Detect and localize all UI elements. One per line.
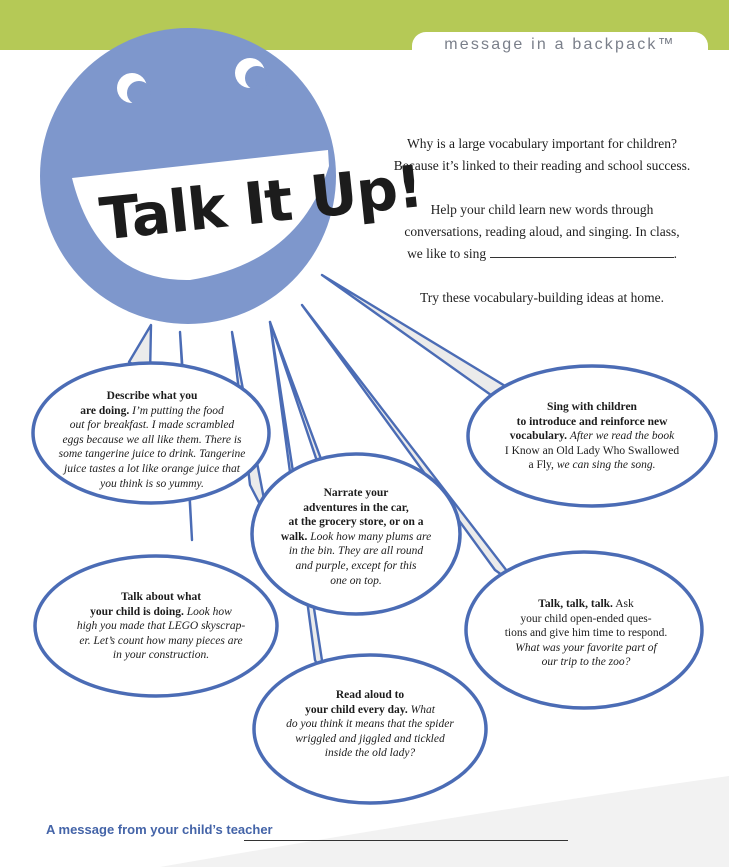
intro-line: Because it’s linked to their reading and… xyxy=(393,158,691,173)
bubble-readaloud-text: Read aloud to your child every day. What… xyxy=(266,688,474,761)
intro-text: Why is a large vocabulary important for … xyxy=(392,133,692,309)
bubble-example: Look how xyxy=(186,605,232,618)
bubble-body: tions and give him time to respond. xyxy=(504,627,668,640)
bubble-example: juice tastes a lot like orange juice tha… xyxy=(64,462,240,475)
bubble-sing-text: Sing with children to introduce and rein… xyxy=(487,400,697,473)
bubble-example: What xyxy=(410,703,435,716)
page-shadow xyxy=(160,776,729,867)
speech-bubbles xyxy=(31,361,718,805)
bubble-sing xyxy=(466,364,718,508)
bubble-example: in your construction. xyxy=(112,649,210,662)
bubble-example: one on top. xyxy=(330,574,382,587)
bubble-heading: Talk, talk, talk. xyxy=(538,598,613,610)
intro-line: Help your child learn new words through xyxy=(430,202,654,217)
bubble-heading: at the grocery store, or on a xyxy=(288,516,424,529)
bubble-example: our trip to the zoo? xyxy=(541,656,631,669)
bubble-example: Look how many plums are xyxy=(310,530,432,543)
bubble-heading: walk. xyxy=(280,530,308,543)
bubble-readaloud xyxy=(252,653,488,805)
bubble-body: Ask xyxy=(615,598,634,610)
bubble-talkabout xyxy=(33,554,279,698)
bubble-example: eggs because we all like them. There is xyxy=(62,433,242,446)
bubble-example: er. Let’s count how many pieces are xyxy=(79,634,243,647)
bubble-example: inside the old lady? xyxy=(324,747,416,760)
book-title: a Fly, xyxy=(528,459,554,472)
bubble-heading: Describe what you xyxy=(106,390,198,402)
bubble-talktalk-text: Talk, talk, talk. Ask your child open-en… xyxy=(486,597,686,670)
intro-line: we like to sing . xyxy=(392,243,692,265)
bubble-heading: your child every day. xyxy=(305,703,408,716)
song-blank[interactable] xyxy=(489,243,674,258)
header-tab xyxy=(412,32,708,62)
bubble-heading: are doing. xyxy=(80,404,130,417)
bubble-talkabout-text: Talk about what your child is doing. Loo… xyxy=(56,590,266,663)
bubble-narrate xyxy=(250,452,462,616)
bubble-heading: Narrate your xyxy=(323,487,389,499)
intro-line: conversations, reading aloud, and singin… xyxy=(404,224,680,239)
intro-line: Why is a large vocabulary important for … xyxy=(406,136,678,151)
right-eye-icon xyxy=(235,58,269,90)
bubble-example: some tangerine juice to drink. Tangerine xyxy=(58,448,246,461)
bubble-body: your child open-ended ques- xyxy=(520,612,652,625)
bubble-example: in the bin. They are all round xyxy=(288,545,424,558)
bubble-example: high you made that LEGO skyscrap- xyxy=(76,620,246,633)
bubble-describe-text: Describe what you are doing. I’m putting… xyxy=(52,389,252,491)
bubble-example: you think is so yummy. xyxy=(100,477,204,490)
bubble-example: What was your favorite part of xyxy=(515,641,657,654)
bubble-example: wriggled and jiggled and tickled xyxy=(295,732,445,745)
bubble-heading: vocabulary. xyxy=(509,430,567,443)
left-eye-icon xyxy=(117,73,151,105)
bubble-example: I’m putting the food xyxy=(132,404,224,417)
bubble-example: After we read the book xyxy=(569,430,675,443)
bubble-heading: Read aloud to xyxy=(335,689,405,701)
book-title: I Know an Old Lady Who Swallowed xyxy=(504,444,680,457)
smile-mouth xyxy=(72,150,329,281)
bubble-example: and purple, except for this xyxy=(295,559,417,572)
bubble-heading: to introduce and reinforce new xyxy=(516,415,668,428)
teacher-message-line[interactable] xyxy=(244,840,568,841)
bubble-heading: your child is doing. xyxy=(90,605,184,618)
bubble-talktalk xyxy=(464,550,704,710)
bubble-heading: Sing with children xyxy=(547,401,637,413)
bubble-narrate-text: Narrate your adventures in the car, at t… xyxy=(260,486,452,588)
bubble-example: we can sing the song. xyxy=(556,459,656,472)
intro-line-text: we like to sing xyxy=(407,246,487,261)
intro-line: Try these vocabulary-building ideas at h… xyxy=(420,290,664,305)
intro-period: . xyxy=(673,246,677,261)
bubble-example: do you think it means that the spider xyxy=(286,718,454,731)
brand-label: message in a backpack™ xyxy=(444,36,676,53)
bubble-heading: adventures in the car, xyxy=(303,501,409,514)
bubble-example: out for breakfast. I made scrambled xyxy=(69,419,235,432)
teacher-message-label: A message from your child’s teacher xyxy=(46,822,273,837)
bubble-describe xyxy=(31,361,271,505)
bubble-heading: Talk about what xyxy=(120,591,202,603)
